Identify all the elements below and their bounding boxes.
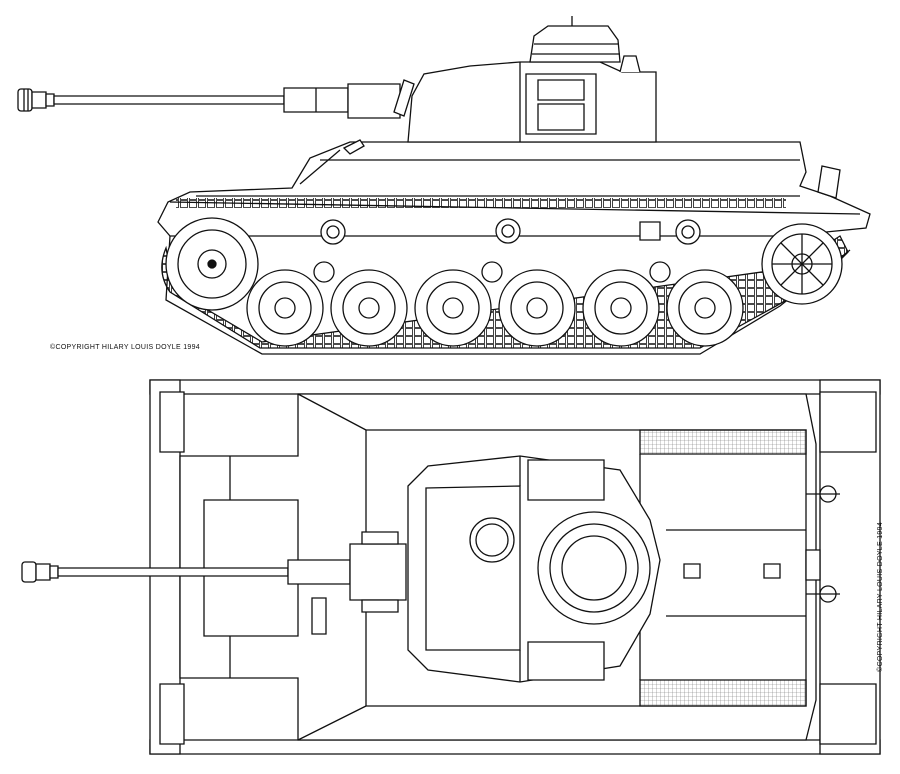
side-drive-sprocket <box>166 218 258 310</box>
side-gun-barrel <box>18 84 400 118</box>
side-return-rollers <box>314 262 670 282</box>
side-road-wheels <box>247 270 743 346</box>
side-view <box>18 16 870 354</box>
top-view <box>22 380 880 754</box>
copyright-top: ©COPYRIGHT HILARY LOUIS DOYLE 1994 <box>877 522 884 672</box>
top-turret <box>408 456 660 682</box>
top-track-guards <box>150 380 880 754</box>
side-hull <box>158 140 870 244</box>
side-idler-wheel <box>762 224 842 304</box>
copyright-side: ©COPYRIGHT HILARY LOUIS DOYLE 1994 <box>50 344 200 351</box>
top-rear-details <box>806 486 840 602</box>
top-gun-barrel <box>22 532 406 634</box>
side-superstructure <box>394 16 656 142</box>
